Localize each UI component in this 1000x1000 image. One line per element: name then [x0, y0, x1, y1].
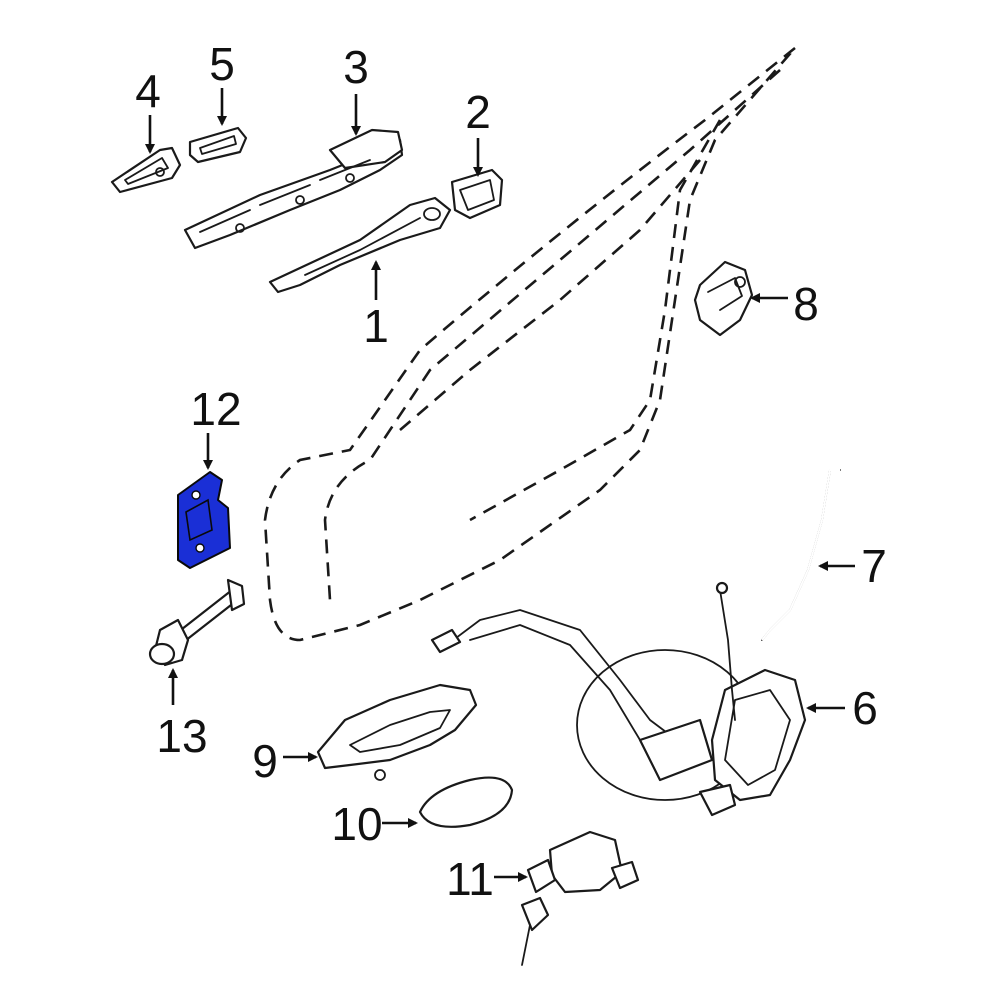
callout-2: 2 [465, 86, 491, 177]
part-4-handle-cover[interactable] [110, 146, 182, 194]
callout-10: 10 [331, 798, 418, 850]
callout-11: 11 [446, 853, 528, 905]
callout-13: 13 [156, 668, 208, 762]
callout-label-6: 6 [852, 682, 878, 734]
callout-label-9: 9 [252, 735, 278, 787]
callout-label-2: 2 [465, 86, 491, 138]
callout-label-13: 13 [156, 710, 207, 762]
callout-label-11: 11 [446, 853, 494, 905]
part-12-hinge-bracket[interactable] [177, 471, 231, 569]
callout-label-5: 5 [209, 38, 235, 90]
part-11-lock-cylinder[interactable] [520, 830, 640, 966]
callout-1: 1 [363, 260, 389, 352]
part-8-striker[interactable] [693, 260, 754, 337]
callout-label-3: 3 [343, 41, 369, 93]
callout-label-7: 7 [861, 540, 887, 592]
callout-label-4: 4 [135, 65, 161, 117]
part-1-outside-handle[interactable] [268, 196, 452, 294]
part-9-inside-handle[interactable] [316, 683, 478, 781]
callout-9: 9 [252, 735, 318, 787]
part-13-door-check[interactable] [148, 578, 246, 667]
callout-4: 4 [135, 65, 161, 154]
callout-7: 7 [818, 540, 887, 592]
callout-label-1: 1 [363, 300, 389, 352]
part-10-bezel-cap[interactable] [418, 776, 514, 828]
callout-12: 12 [190, 383, 242, 470]
callout-3: 3 [343, 41, 369, 136]
callout-5: 5 [209, 38, 235, 126]
callout-8: 8 [750, 278, 819, 330]
callout-label-12: 12 [190, 383, 241, 435]
part-7-lock-rod[interactable] [761, 469, 841, 641]
door-outline [263, 46, 796, 642]
callout-label-8: 8 [793, 278, 819, 330]
callout-6: 6 [806, 682, 878, 734]
part-2-handle-cap[interactable] [450, 168, 504, 220]
callout-label-10: 10 [331, 798, 382, 850]
part-6-door-latch[interactable] [430, 581, 807, 817]
part-3-handle-bracket[interactable] [183, 128, 404, 250]
part-5-gasket[interactable] [188, 126, 248, 164]
